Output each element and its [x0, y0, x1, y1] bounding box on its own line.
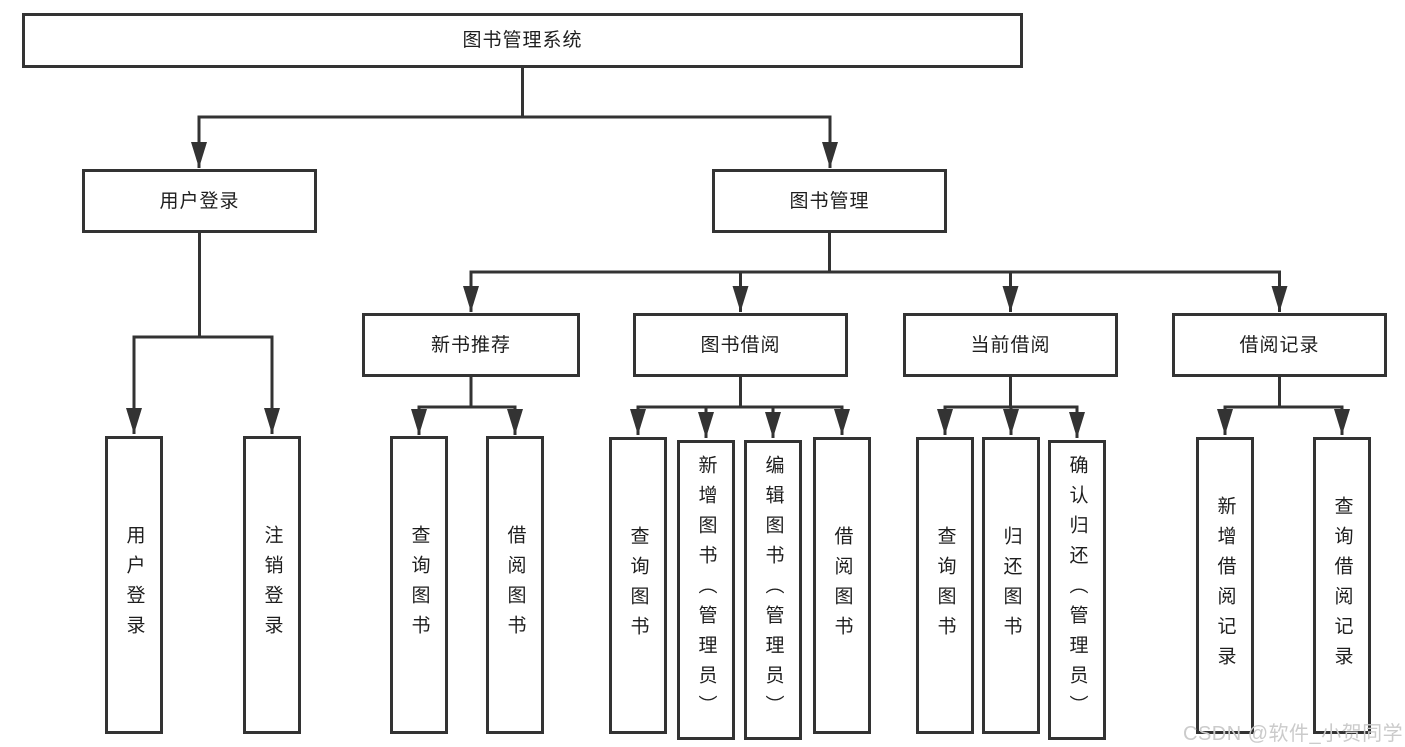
leaf-query-books-under-current: 查询图书 [916, 437, 974, 734]
node-current-borrowing: 当前借阅 [903, 313, 1118, 377]
leaf-user-login: 用户登录 [105, 436, 163, 734]
csdn-watermark: CSDN @软件_小贺同学 [1183, 723, 1404, 745]
leaf-return-book: 归还图书 [982, 437, 1040, 734]
leaf-edit-book-admin: 编辑图书（管理员） [744, 440, 802, 740]
node-user-login: 用户登录 [82, 169, 317, 233]
leaf-query-books-under-borrowing: 查询图书 [609, 437, 667, 734]
leaf-query-books-under-new-book: 查询图书 [390, 436, 448, 734]
node-borrowing-records: 借阅记录 [1172, 313, 1387, 377]
leaf-add-borrow-record: 新增借阅记录 [1196, 437, 1254, 734]
leaf-confirm-return-admin: 确认归还（管理员） [1048, 440, 1106, 740]
node-library-management-system: 图书管理系统 [22, 13, 1023, 68]
node-new-book-recommendation: 新书推荐 [362, 313, 580, 377]
leaf-borrow-books-under-borrowing: 借阅图书 [813, 437, 871, 734]
node-book-borrowing: 图书借阅 [633, 313, 848, 377]
node-book-management: 图书管理 [712, 169, 947, 233]
leaf-query-borrow-record: 查询借阅记录 [1313, 437, 1371, 734]
leaf-add-book-admin: 新增图书（管理员） [677, 440, 735, 740]
leaf-logout: 注销登录 [243, 436, 301, 734]
leaf-borrow-books-under-new-book: 借阅图书 [486, 436, 544, 734]
